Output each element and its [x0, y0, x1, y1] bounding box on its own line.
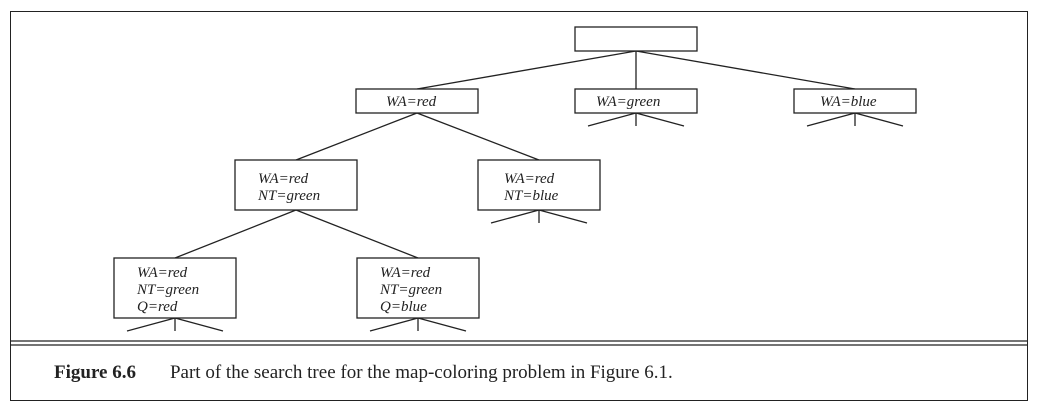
- edge-wa-red-nt-green: [295, 112, 418, 161]
- node-text-line: WA=red: [386, 94, 437, 110]
- node-text-line: WA=red: [137, 265, 188, 281]
- node-text-line: Q=red: [137, 299, 178, 315]
- node-text-line: NT=green: [136, 282, 199, 298]
- node-text-line: WA=red: [258, 171, 309, 187]
- node-wa-red-nt-green-q-blue: WA=red NT=green Q=blue: [356, 257, 480, 319]
- node-text-line: WA=red: [504, 171, 555, 187]
- node-wa-red: WA=red: [355, 88, 479, 114]
- node-text-line: NT=green: [257, 188, 320, 204]
- node-wa-red-nt-green-q-red: WA=red NT=green Q=red: [113, 257, 237, 319]
- edge-nt-green-q-red: [174, 209, 297, 259]
- edge-root-wa-red: [416, 50, 637, 90]
- stub-wa-green: [587, 112, 685, 127]
- node-text-line: NT=blue: [503, 188, 559, 204]
- figure-label: Figure 6.6: [54, 362, 136, 383]
- node-text-line: Q=blue: [380, 299, 427, 315]
- edge-root-wa-blue: [635, 50, 856, 90]
- node-wa-blue: WA=blue: [793, 88, 917, 114]
- node-text-line: WA=red: [380, 265, 431, 281]
- figure-caption: Figure 6.6 Part of the search tree for th…: [54, 362, 673, 384]
- stub-wa-blue: [806, 112, 904, 127]
- node-wa-green: WA=green: [574, 88, 698, 114]
- stub-q-red: [126, 317, 224, 332]
- edge-nt-green-q-blue: [295, 209, 419, 259]
- node-root: [574, 26, 698, 52]
- node-wa-red-nt-green: WA=red NT=green: [234, 159, 358, 211]
- node-text-line: WA=green: [596, 94, 660, 110]
- node-text-line: NT=green: [379, 282, 442, 298]
- stub-nt-blue: [490, 209, 588, 224]
- edge-wa-red-nt-blue: [416, 112, 540, 161]
- node-text-line: WA=blue: [820, 94, 877, 110]
- stub-q-blue: [369, 317, 467, 332]
- figure-caption-text: Part of the search tree for the map-colo…: [169, 362, 673, 383]
- node-wa-red-nt-blue: WA=red NT=blue: [477, 159, 601, 211]
